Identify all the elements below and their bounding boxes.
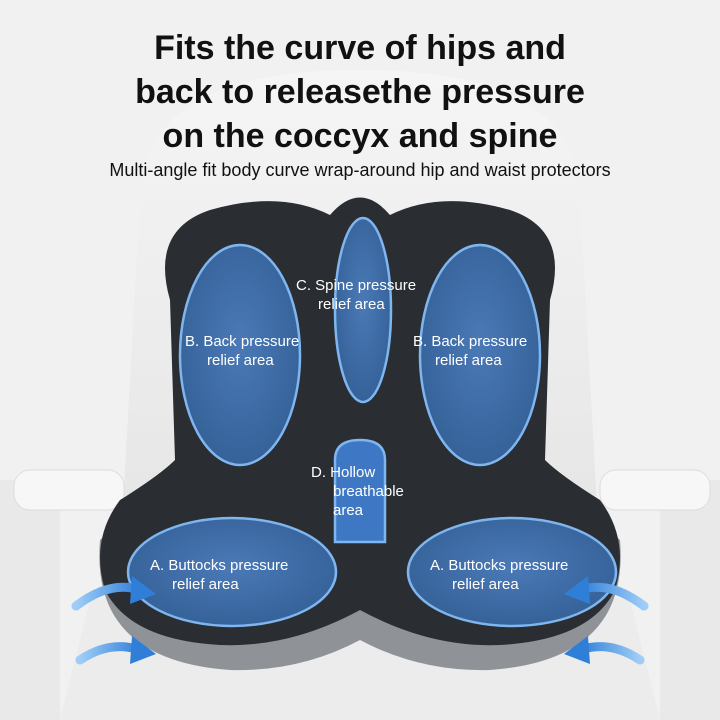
label-buttocks-right-line-2: relief area <box>452 576 519 593</box>
chair-armrest-left-top <box>13 469 125 511</box>
label-buttocks-right: A. Buttocks pressure relief area <box>430 556 568 594</box>
zone-buttocks-left <box>126 516 338 628</box>
label-buttocks-left-line-1: A. Buttocks pressure <box>150 557 289 574</box>
label-hollow-line-2: breathable <box>333 483 404 500</box>
curved-arrow-icon <box>564 636 645 665</box>
label-hollow-line-1: D. Hollow <box>311 464 376 481</box>
label-hollow: D. Hollow breathable area <box>311 463 404 520</box>
subheadline: Multi-angle fit body curve wrap-around h… <box>109 160 611 180</box>
zone-buttocks-right <box>406 516 618 628</box>
chair-armrest-right <box>660 480 720 720</box>
headline: Fits the curve of hips and back to relea… <box>0 26 720 158</box>
label-back-right-line-1: B. Back pressure <box>413 333 528 350</box>
curved-arrow-icon <box>71 576 156 611</box>
label-spine-line-1: C. Spine pressure <box>296 277 417 294</box>
zone-hollow <box>333 438 387 544</box>
label-spine-line-2: relief area <box>318 296 385 313</box>
zone-back-right <box>418 243 542 467</box>
label-back-right: B. Back pressure relief area <box>413 332 527 370</box>
headline-line-1: Fits the curve of hips and <box>154 29 566 67</box>
label-back-left-line-1: B. Back pressure <box>185 333 300 350</box>
label-buttocks-left: A. Buttocks pressure relief area <box>150 556 288 594</box>
label-buttocks-right-line-1: A. Buttocks pressure <box>430 557 569 574</box>
curved-arrow-icon <box>75 636 156 665</box>
label-buttocks-left-line-2: relief area <box>172 576 239 593</box>
label-back-left: B. Back pressure relief area <box>185 332 299 370</box>
label-hollow-line-3: area <box>333 502 364 519</box>
label-back-left-line-2: relief area <box>207 352 274 369</box>
zone-spine <box>333 216 393 404</box>
chair-armrest-right-top <box>599 469 711 511</box>
label-back-right-line-2: relief area <box>435 352 502 369</box>
zone-back-left <box>178 243 302 467</box>
headline-line-3: on the coccyx and spine <box>162 117 558 155</box>
chair-armrest-left <box>0 480 60 720</box>
label-spine: C. Spine pressure relief area <box>296 276 416 314</box>
curved-arrow-icon <box>564 576 649 611</box>
headline-line-2: back to releasethe pressure <box>135 73 585 111</box>
